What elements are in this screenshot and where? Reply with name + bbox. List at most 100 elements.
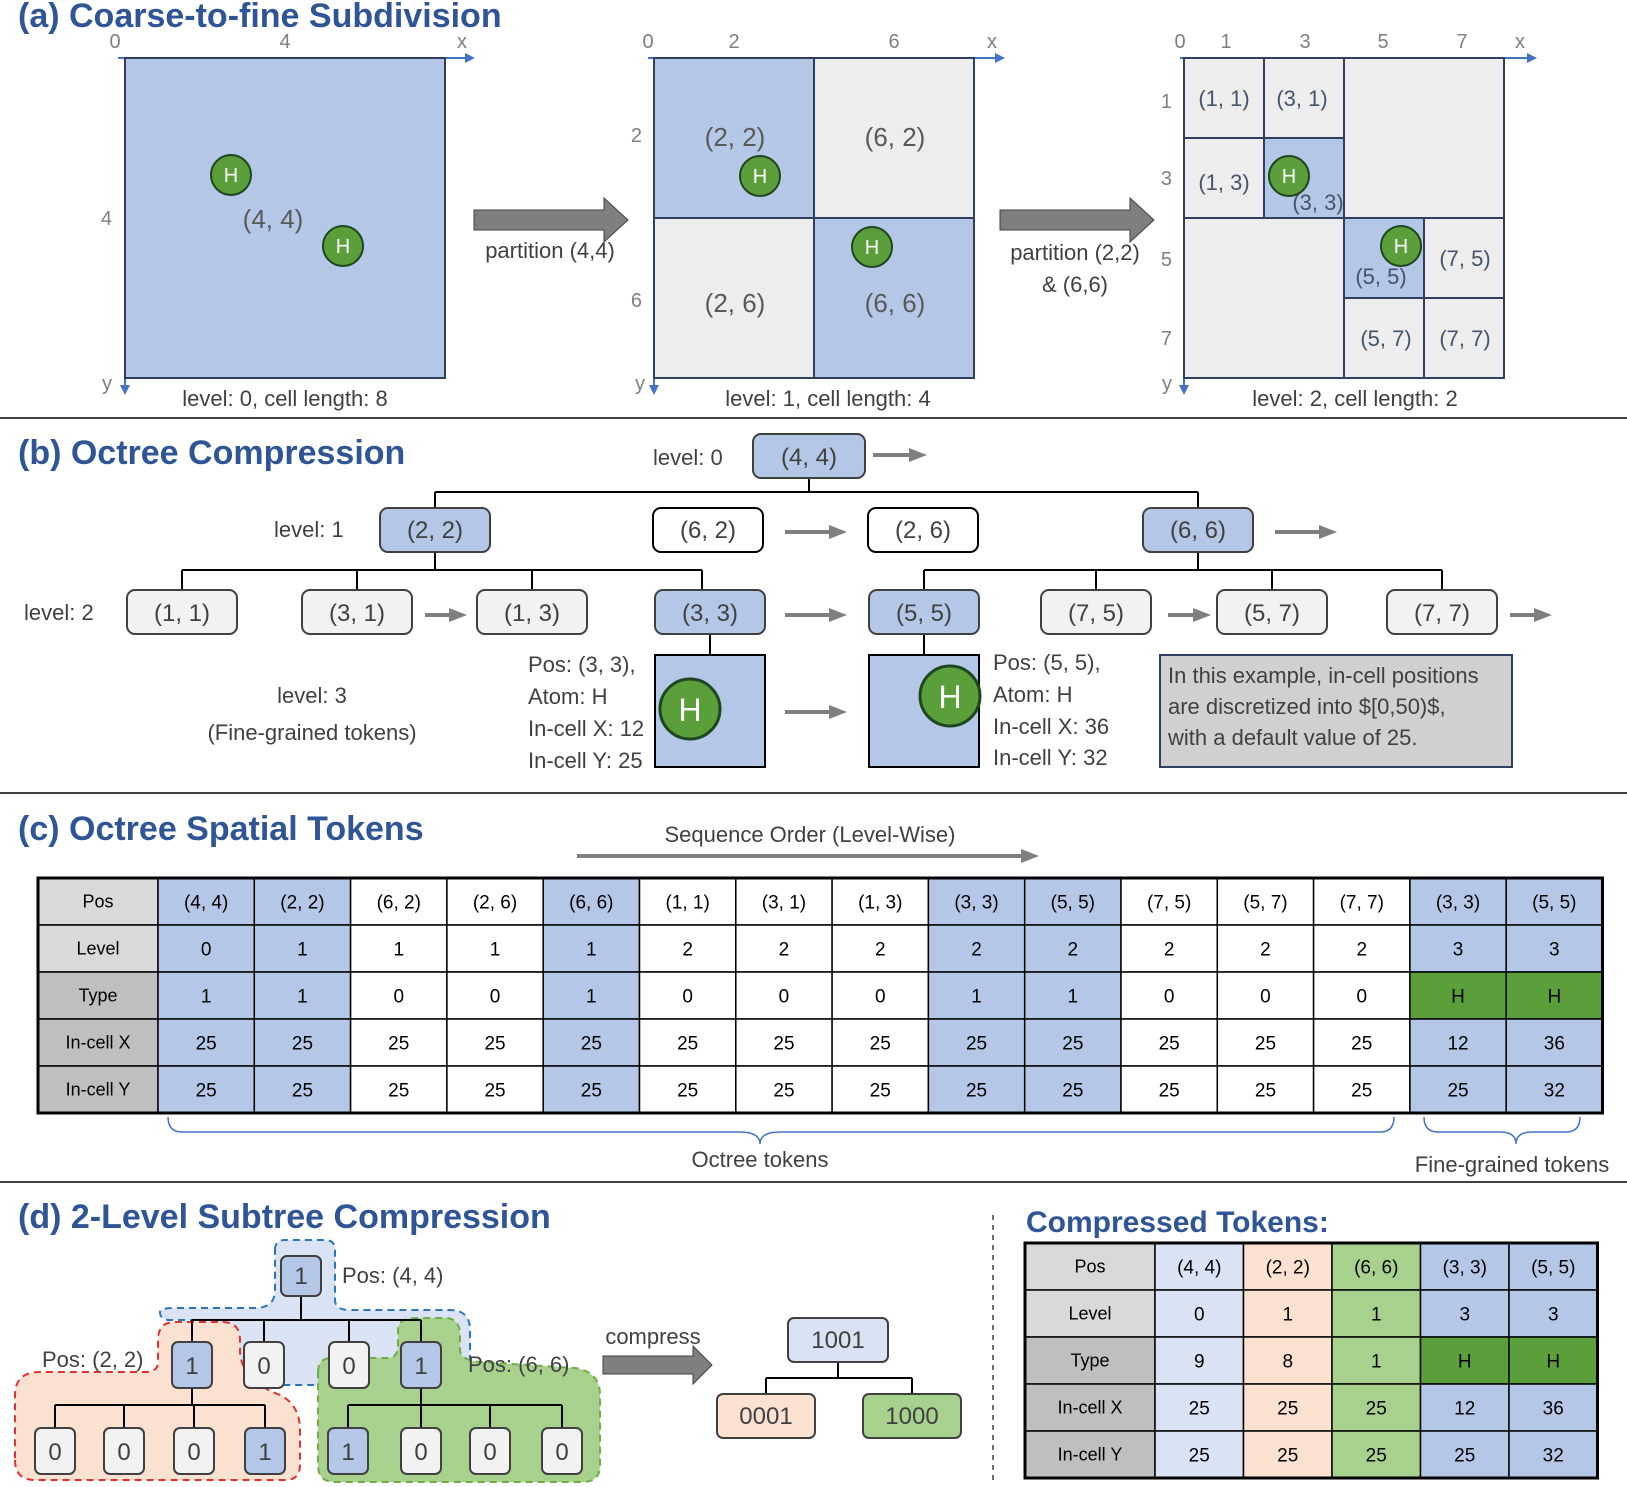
table-cell-value: 1 — [586, 987, 597, 1008]
table-cell-value: (7, 5) — [1147, 893, 1191, 914]
bit-node-l2 — [173, 1427, 215, 1475]
y-tick-3: 3 — [1161, 168, 1172, 190]
table-cell-value: 2 — [779, 940, 790, 961]
x-tick-1: 1 — [1220, 31, 1231, 53]
table-cell — [349, 1065, 448, 1114]
table-cell — [253, 924, 352, 973]
grid-level-1: 0 2 6 x 2 6 y (2, 2) (6, 2) (2, 6) (6, 6… — [631, 31, 1005, 411]
bit-label: 0 — [414, 1439, 427, 1466]
node-label: (3, 3) — [682, 600, 738, 627]
table-cell — [1120, 971, 1219, 1020]
table-cell — [1409, 877, 1507, 926]
table-cell-value: 25 — [1159, 1034, 1180, 1055]
atom-label: H — [753, 166, 767, 188]
table-cell — [542, 971, 641, 1020]
row-header: Level — [1068, 1304, 1111, 1324]
subtree-region-left — [14, 1321, 301, 1481]
cell-label: (6, 6) — [865, 288, 926, 318]
panel-c: (c) Octree Spatial Tokens Sequence Order… — [18, 810, 1609, 1177]
table-cell-value: H — [1458, 1352, 1472, 1373]
compressed-label: 0001 — [739, 1403, 792, 1430]
table-cell — [1409, 1065, 1507, 1114]
compressed-label: 1001 — [811, 1327, 864, 1354]
table-cell — [542, 924, 641, 973]
table-cell — [446, 877, 544, 926]
node-label: (7, 7) — [1414, 600, 1470, 627]
table-cell — [927, 971, 1026, 1020]
cell-label: (3, 3) — [1292, 190, 1343, 215]
node-2-2 — [379, 507, 491, 553]
note-line: are discretized into $[0,50)$, — [1168, 694, 1446, 719]
table-cell — [253, 1018, 352, 1067]
compressed-node-root — [787, 1317, 889, 1363]
table-cell-value: 0 — [1194, 1305, 1205, 1326]
bit-node-l2 — [469, 1427, 511, 1475]
panel-b-title: (b) Octree Compression — [18, 434, 405, 472]
table-cell-value: 9 — [1194, 1352, 1205, 1373]
table-cell — [831, 1018, 930, 1067]
cell-5-7 — [1343, 297, 1425, 379]
y-tick-6: 6 — [631, 290, 642, 312]
cell-7-7 — [1423, 297, 1505, 379]
table-cell — [1242, 1383, 1333, 1432]
table-cell-value: 1 — [586, 940, 597, 961]
panel-b: (b) Octree Compression level: 0 (4, 4) — [18, 433, 1552, 773]
table-cell-value: (3, 3) — [1436, 893, 1480, 914]
table-cell-value: 2 — [1356, 940, 1367, 961]
atom-h-2 — [322, 225, 364, 267]
brace-fine — [1423, 1116, 1581, 1145]
octree-tokens-label: Octree tokens — [692, 1147, 829, 1172]
node-6-6 — [1142, 507, 1254, 553]
x-tick-5: 5 — [1377, 31, 1388, 53]
table-cell-value: 25 — [581, 1081, 602, 1102]
table-cell — [1312, 1065, 1411, 1114]
table-cell-value: H — [1451, 987, 1465, 1008]
table-cell-value: 25 — [870, 1081, 891, 1102]
node-label: (5, 7) — [1244, 600, 1300, 627]
table-cell-value: 2 — [875, 940, 886, 961]
bit-node-l2 — [541, 1427, 583, 1475]
node-2-6 — [867, 507, 979, 553]
table-cell — [349, 1018, 448, 1067]
table-cell-value: 25 — [1189, 1399, 1210, 1420]
cell-label: (7, 7) — [1439, 326, 1490, 351]
table-cell-value: (6, 6) — [569, 893, 613, 914]
table-cell — [253, 971, 352, 1020]
node-label: (2, 6) — [895, 517, 951, 544]
table-cell — [1120, 877, 1219, 926]
table-cell — [1120, 924, 1219, 973]
node-label: (7, 5) — [1068, 600, 1124, 627]
node-label: (3, 1) — [329, 600, 385, 627]
table-cell-value: 2 — [682, 940, 693, 961]
bit-label: 1 — [258, 1439, 271, 1466]
table-cell-value: 2 — [971, 940, 982, 961]
table-cell-value: 25 — [1255, 1034, 1276, 1055]
atom-label: H — [224, 165, 238, 187]
table-cell — [542, 1065, 641, 1114]
compress-label: compress — [605, 1324, 700, 1349]
partition-arrow-1 — [473, 196, 629, 244]
atom-h-1 — [1268, 155, 1310, 197]
table-cell-value: 25 — [1062, 1034, 1083, 1055]
table-cell — [157, 971, 256, 1020]
table-cell-value: 1 — [297, 940, 308, 961]
subtree-edges — [54, 1296, 563, 1428]
table-cell — [1505, 1065, 1604, 1114]
bit-node-l2 — [327, 1427, 369, 1475]
y-tick-1: 1 — [1161, 91, 1172, 113]
bit-label: 1 — [185, 1353, 198, 1380]
table-cell-value: 25 — [1366, 1446, 1387, 1467]
node-label: (2, 2) — [407, 517, 463, 544]
bit-label: 0 — [117, 1439, 130, 1466]
table-cell-value: 0 — [1260, 987, 1271, 1008]
tree-edges — [181, 478, 1443, 655]
bit-label: 0 — [48, 1439, 61, 1466]
cell-2-6 — [1183, 217, 1345, 379]
table-cell — [1419, 1289, 1510, 1338]
cell-label: (6, 2) — [865, 122, 926, 152]
level-2-label: level: 2 — [24, 600, 94, 625]
table-cell-value: 32 — [1544, 1081, 1565, 1102]
table-cell-value: 25 — [1255, 1081, 1276, 1102]
